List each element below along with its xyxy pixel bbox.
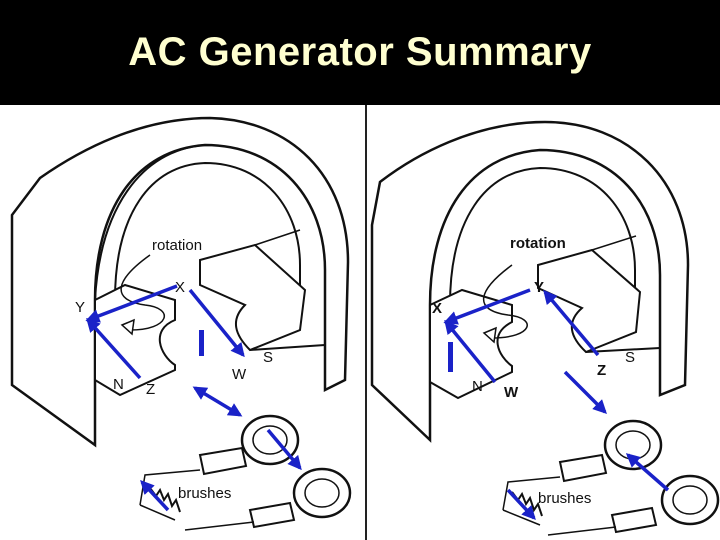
left-pole-north — [94, 283, 176, 397]
right-brush-2 — [610, 506, 658, 534]
right-brush-1 — [558, 453, 608, 483]
right-pole-north — [429, 288, 513, 400]
slide-title: AC Generator Summary — [128, 30, 592, 74]
right-current-marker — [448, 342, 453, 372]
left-rotation-arrow — [120, 254, 165, 331]
right-coil-side-xn — [444, 319, 497, 384]
right-pole-south-label: S — [625, 349, 635, 366]
right-coil-lead-1 — [563, 370, 607, 414]
left-brush-1 — [198, 446, 248, 476]
right-coil-side-yz — [543, 289, 600, 357]
left-coil-label-y: Y — [75, 299, 85, 316]
left-coil-side-xw — [188, 288, 245, 358]
right-brushes-label: brushes — [538, 490, 591, 507]
right-coil-label-y: Y — [534, 279, 544, 296]
left-brushes-label: brushes — [178, 485, 231, 502]
left-pole-south — [199, 243, 307, 352]
right-coil-label-w: W — [504, 384, 519, 401]
right-coil-lead-2 — [625, 453, 670, 492]
left-coil-label-z: Z — [146, 381, 155, 398]
right-coil-label-x: X — [432, 300, 442, 317]
left-coil-label-x: X — [175, 279, 185, 296]
right-panel: rotation Y X Z W N S brushes — [370, 120, 720, 536]
left-pole-south-label: S — [263, 349, 273, 366]
left-panel: rotation X Y W Z N S brushes — [10, 116, 352, 531]
title-bar: AC Generator Summary — [0, 0, 720, 105]
left-brush-2 — [248, 501, 296, 529]
left-resistor — [149, 487, 181, 513]
right-pole-north-label: N — [472, 378, 483, 395]
left-coil-side-xy — [85, 284, 178, 323]
left-magnet-outline — [10, 116, 350, 448]
right-coil-side-yx — [443, 288, 531, 325]
generator-diagram: rotation X Y W Z N S brushes rotation Y — [10, 105, 720, 540]
right-rotation-label: rotation — [510, 235, 566, 252]
left-current-marker — [199, 330, 204, 356]
right-magnet-outline — [370, 120, 690, 443]
left-rotation-label: rotation — [152, 237, 202, 254]
left-pole-north-label: N — [113, 376, 124, 393]
left-coil-lead-1 — [192, 386, 243, 417]
right-rotation-arrow — [483, 264, 528, 339]
left-coil-lead-2 — [266, 428, 302, 471]
left-coil-side-yn — [86, 317, 142, 380]
left-coil-label-w: W — [232, 366, 247, 383]
left-circuit-arrow — [140, 479, 170, 512]
right-circuit-arrow — [506, 488, 536, 521]
right-pole-south — [537, 248, 642, 354]
left-current-label: I — [196, 354, 197, 356]
right-coil-label-z: Z — [597, 362, 606, 379]
